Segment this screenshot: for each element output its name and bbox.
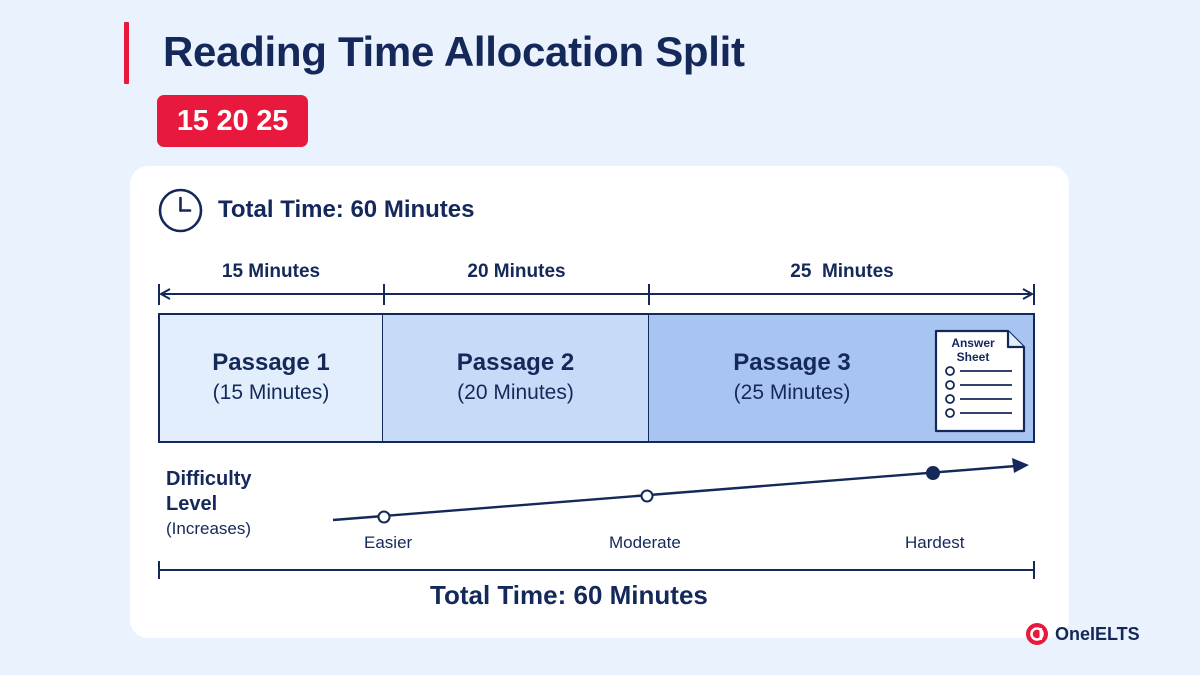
passage-3-title: Passage 3	[733, 349, 851, 376]
segment-duration-label-2: 20 Minutes	[467, 261, 566, 282]
difficulty-label-moderate: Moderate	[609, 533, 681, 552]
segment-duration-label-1: 15 Minutes	[221, 261, 321, 282]
title-accent-bar	[124, 22, 129, 84]
passage-1-duration: (15 Minutes)	[212, 381, 330, 404]
difficulty-subtitle: (Increases)	[166, 519, 252, 538]
brand-name: OneIELTS	[1055, 623, 1140, 644]
passage-1-title: Passage 1	[212, 349, 330, 376]
total-time-header: Total Time: 60 Minutes	[218, 196, 475, 223]
passage-2-duration: (20 Minutes)	[457, 381, 574, 404]
difficulty-label-hardest: Hardest	[905, 533, 965, 552]
passage-2-title: Passage 2	[456, 349, 575, 376]
segment-duration-label-3: 25 Minutes	[790, 261, 894, 282]
page-title: Reading Time Allocation Split	[163, 28, 745, 75]
passage-3-duration: (25 Minutes)	[733, 381, 851, 404]
oneielts-logo-icon	[1026, 623, 1048, 645]
passage-2-box: Passage 2 (20 Minutes)	[383, 313, 650, 443]
answer-sheet-icon	[934, 329, 1026, 433]
brand-logo: OneIELTS	[1025, 622, 1140, 646]
total-time-footer: Total Time: 60 Minutes	[430, 580, 708, 610]
passage-1-box: Passage 1 (15 Minutes)	[158, 313, 384, 443]
difficulty-label-easier: Easier	[364, 533, 413, 552]
minutes-badge: 15 20 25	[157, 95, 308, 147]
answer-sheet-label: Answer Sheet	[951, 336, 995, 364]
difficulty-title: Difficulty Level	[166, 468, 252, 515]
clock-icon	[158, 188, 203, 233]
